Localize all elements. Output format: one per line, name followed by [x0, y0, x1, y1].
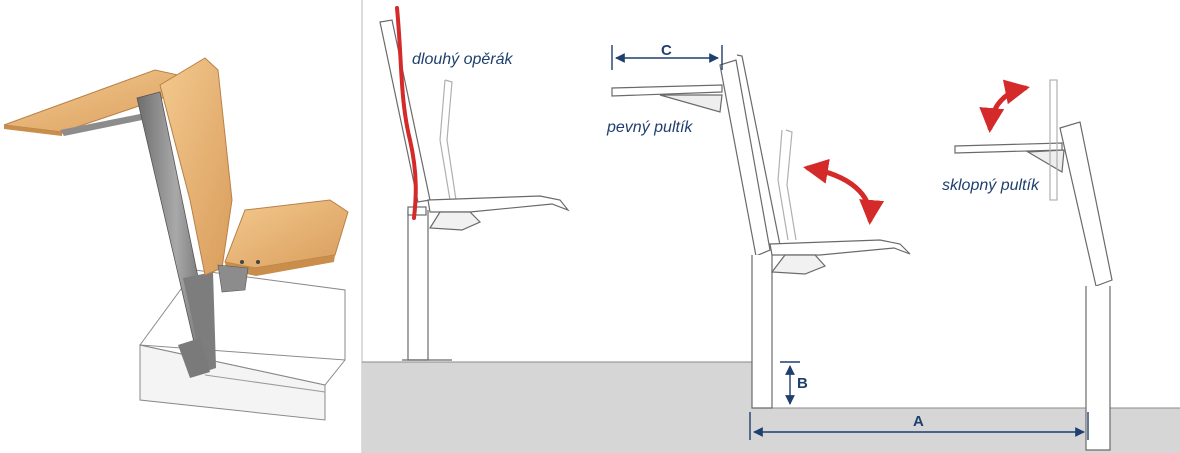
dimension-label-a: A [913, 413, 924, 430]
motion-arrows [803, 79, 1030, 225]
dimension-label-b: B [797, 375, 808, 392]
label-long-backrest: dlouhý opěrák [412, 51, 513, 68]
seat-fixed-desk [611, 54, 911, 409]
seat-long-backrest [379, 6, 570, 361]
product-illustration [3, 57, 349, 421]
label-fixed-desk: pevný pultík [607, 119, 693, 136]
seat-folding-desk [954, 79, 1113, 451]
dimension-lines [611, 45, 1089, 440]
dimension-label-c: C [661, 42, 672, 59]
label-folding-desk: sklopný pultík [942, 177, 1039, 194]
